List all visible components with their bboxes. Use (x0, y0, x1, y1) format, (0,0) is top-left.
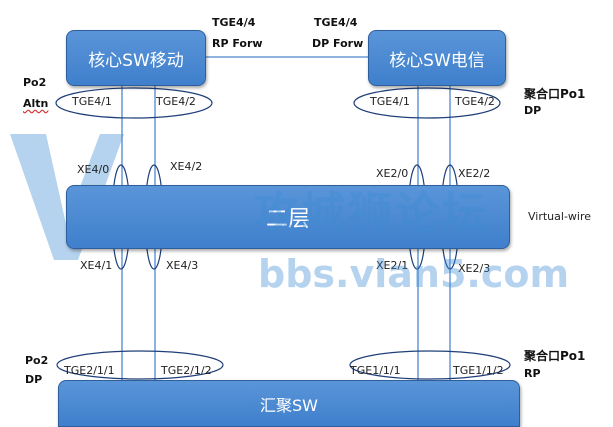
label-xe43: XE4/3 (166, 259, 199, 272)
label-tge111: TGE1/1/1 (350, 364, 401, 377)
label-xe21: XE2/1 (376, 259, 409, 272)
ellipse-core-mobile-ports (55, 87, 213, 119)
label-xe40: XE4/0 (77, 163, 110, 176)
label-left-bottom-state: DP (25, 373, 43, 386)
label-rp-forw: RP Forw (212, 37, 263, 50)
label-right-bottom-po: 聚合口Po1 (524, 349, 586, 363)
node-core-mobile: 核心SW移动 (66, 30, 206, 86)
label-dp-forw: DP Forw (312, 37, 364, 50)
label-right-tge42: TGE4/2 (455, 95, 495, 108)
node-layer2: 二层 (66, 185, 510, 249)
label-virtual-wire: Virtual-wire (528, 210, 592, 223)
label-right-tge41: TGE4/1 (370, 95, 410, 108)
label-right-top-po: 聚合口Po1 (524, 87, 586, 101)
label-xe23: XE2/3 (458, 262, 491, 275)
label-right-bottom-state: RP (524, 367, 541, 380)
node-aggregation: 汇聚SW (58, 380, 520, 427)
ellipse-agg-left-ports (56, 350, 224, 380)
ellipse-core-telecom-ports (353, 87, 501, 119)
label-xe42: XE4/2 (170, 160, 203, 173)
label-left-tge41: TGE4/1 (72, 95, 112, 108)
ellipse-agg-right-ports (349, 350, 511, 380)
label-xe22: XE2/2 (458, 167, 491, 180)
label-xe20: XE2/0 (376, 167, 409, 180)
label-left-tge42: TGE4/2 (156, 95, 196, 108)
label-tge211: TGE2/1/1 (64, 364, 115, 377)
label-left-bottom-po: Po2 (25, 354, 49, 367)
label-tge44-left: TGE4/4 (212, 16, 256, 29)
label-left-top-state: Altn (23, 97, 49, 110)
node-core-telecom: 核心SW电信 (368, 30, 506, 86)
label-tge44-right: TGE4/4 (314, 16, 358, 29)
label-xe41: XE4/1 (80, 259, 113, 272)
label-tge212: TGE2/1/2 (161, 364, 212, 377)
label-left-top-po: Po2 (23, 76, 47, 89)
label-right-top-state: DP (524, 104, 542, 117)
label-tge112: TGE1/1/2 (453, 364, 504, 377)
